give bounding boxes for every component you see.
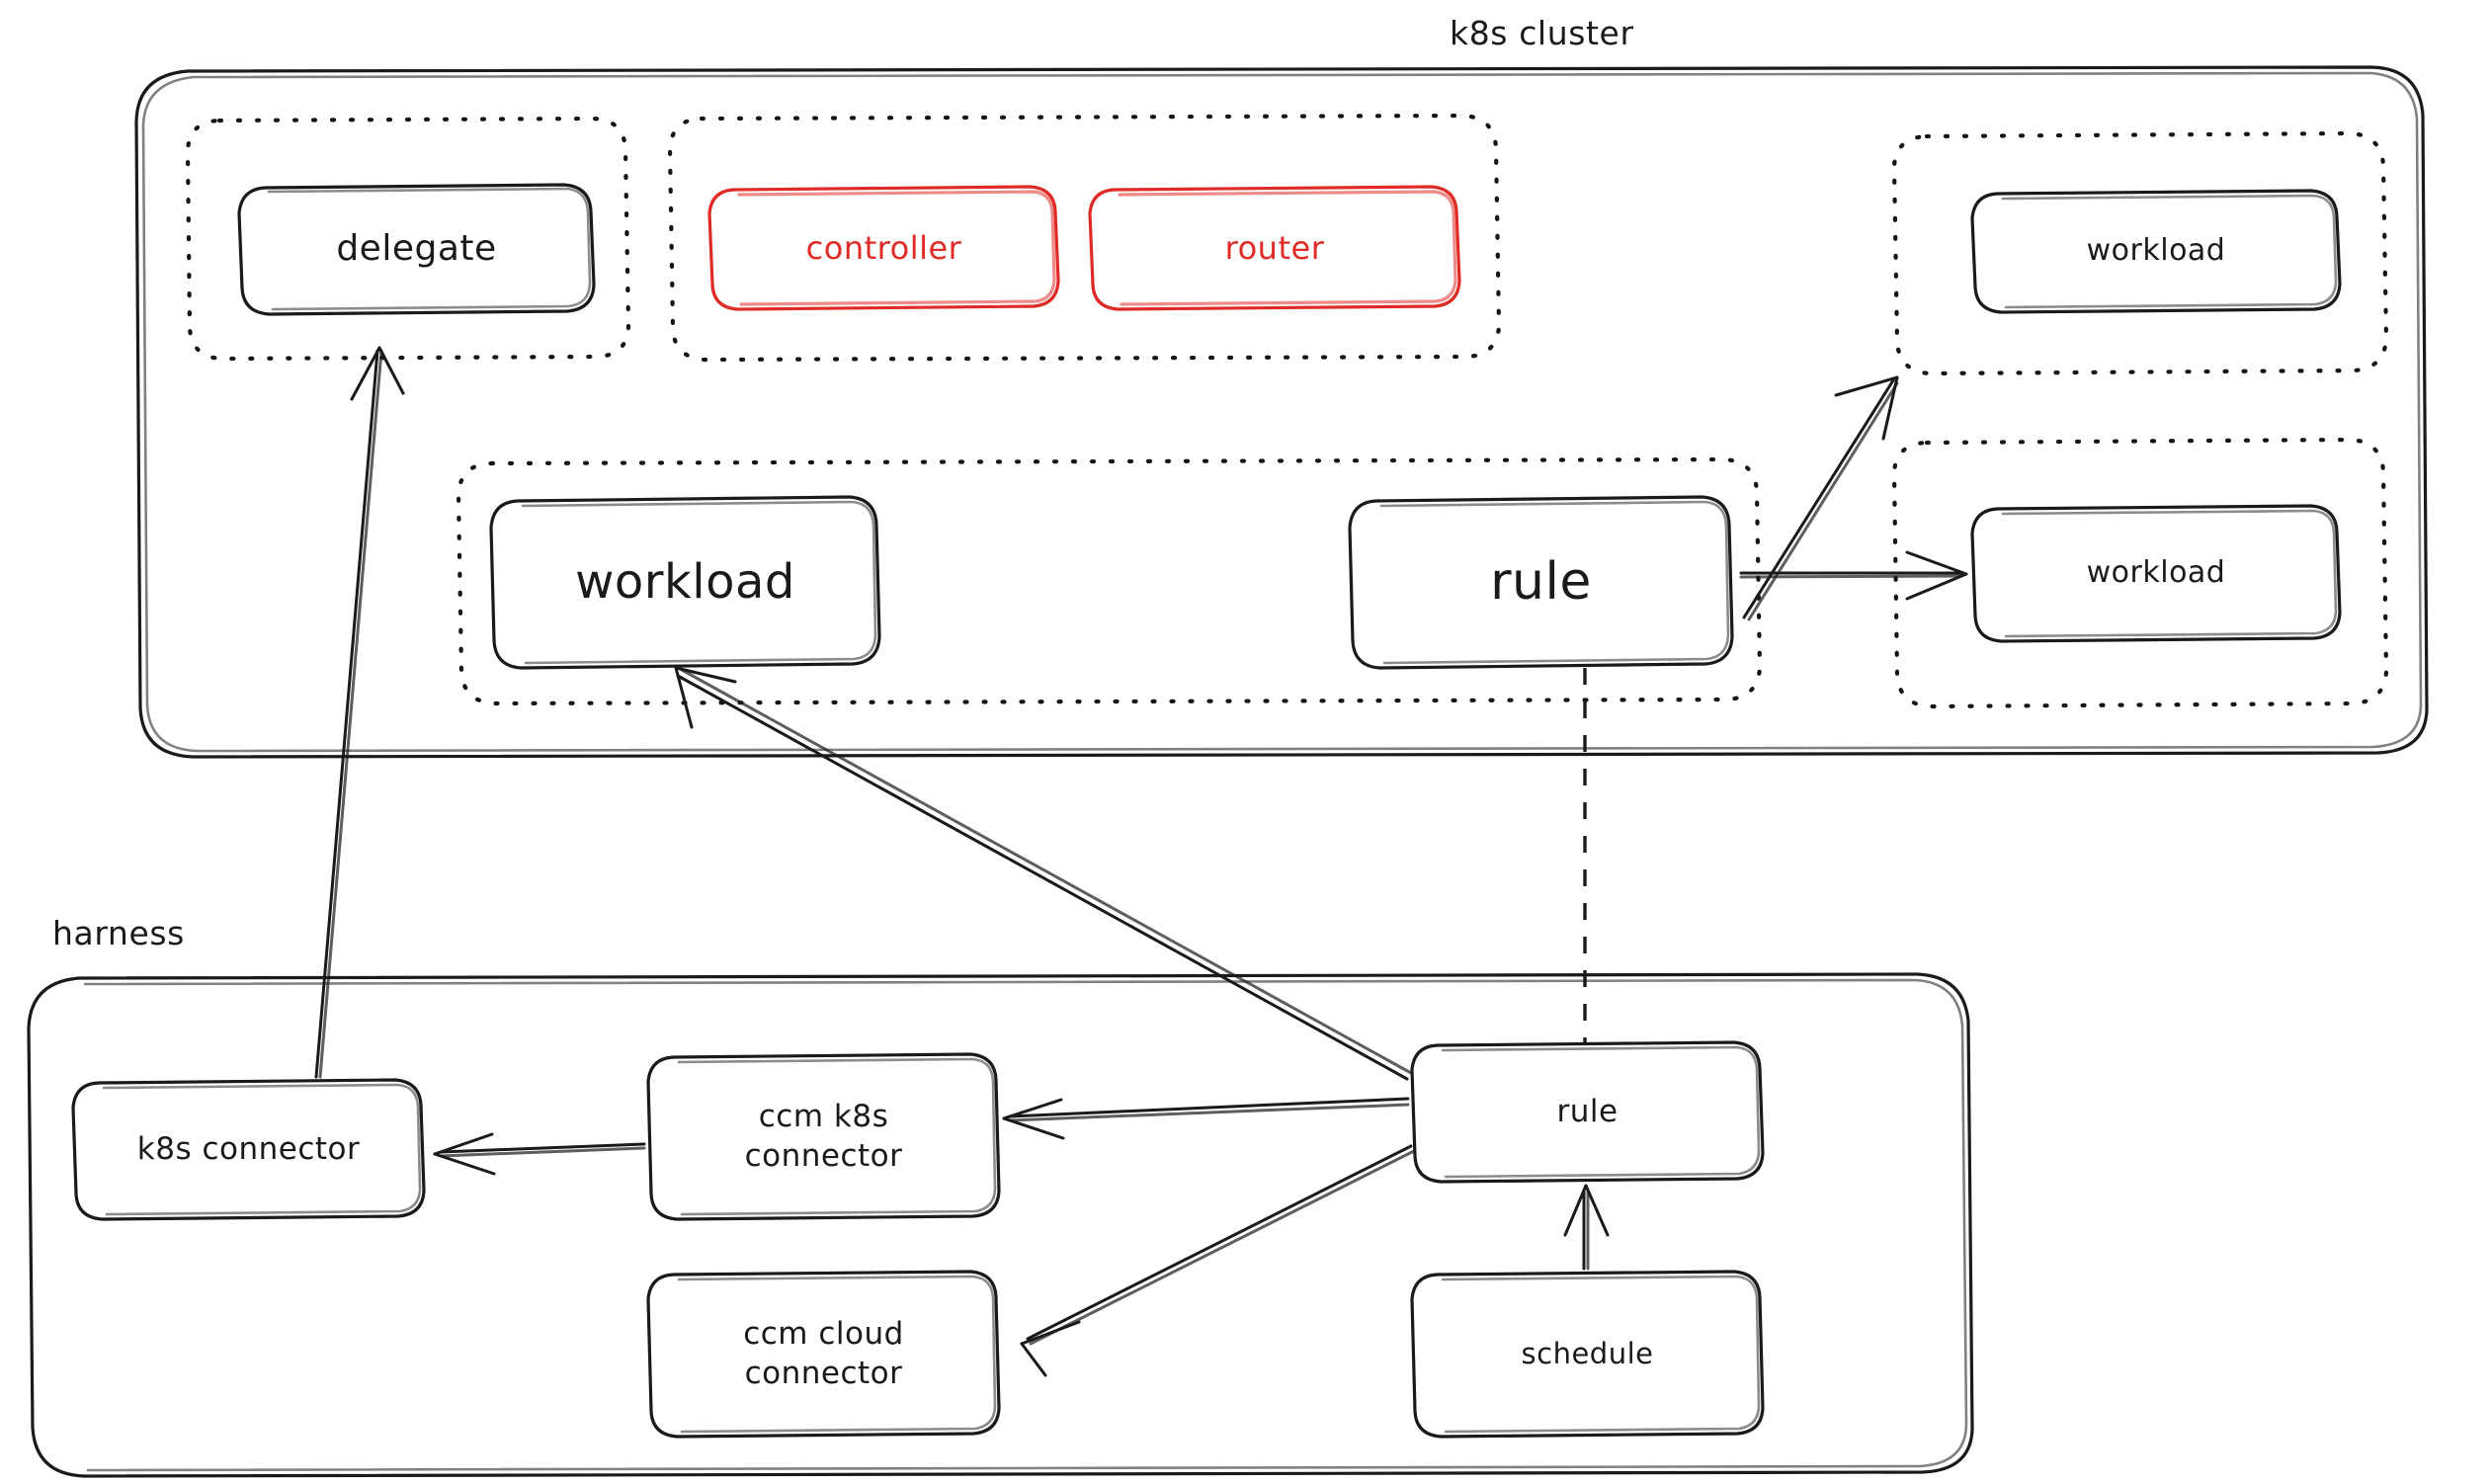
node-workload-top-right[interactable]: workload [2086,233,2226,269]
edge-ccm-k8s-connector-to-k8s-connector [433,1132,646,1176]
edge-rule-cluster-to-workload-bottom-right [1739,550,1968,601]
node-k8s-connector[interactable]: k8s connector [136,1130,361,1167]
edge-k8s-connector-to-delegate [314,346,405,1079]
harness-title: harness [52,914,185,952]
k8s-cluster-boundary [134,65,2429,759]
node-controller[interactable]: controller [805,228,962,267]
node-ccm-k8s-connector[interactable]: ccm k8s connector [744,1098,903,1174]
node-rule-harness[interactable]: rule [1556,1093,1619,1129]
node-delegate[interactable]: delegate [336,228,497,270]
node-workload-bottom-right[interactable]: workload [2086,555,2226,591]
edge-rule-harness-to-ccm-k8s-connector [1002,1097,1410,1140]
node-router[interactable]: router [1224,228,1325,267]
edge-rule-cluster-to-workload-top-right [1742,375,1899,621]
node-workload-center[interactable]: workload [575,553,795,610]
edge-rule-harness-to-ccm-cloud-connector [1020,1144,1416,1377]
edge-schedule-to-rule-harness [1563,1184,1610,1271]
k8s-cluster-title: k8s cluster [1450,14,1634,52]
node-schedule[interactable]: schedule [1521,1336,1654,1370]
node-ccm-cloud-connector[interactable]: ccm cloud connector [743,1315,904,1391]
node-rule-cluster[interactable]: rule [1490,552,1592,613]
edge-rule-harness-to-workload-center [674,666,1413,1081]
